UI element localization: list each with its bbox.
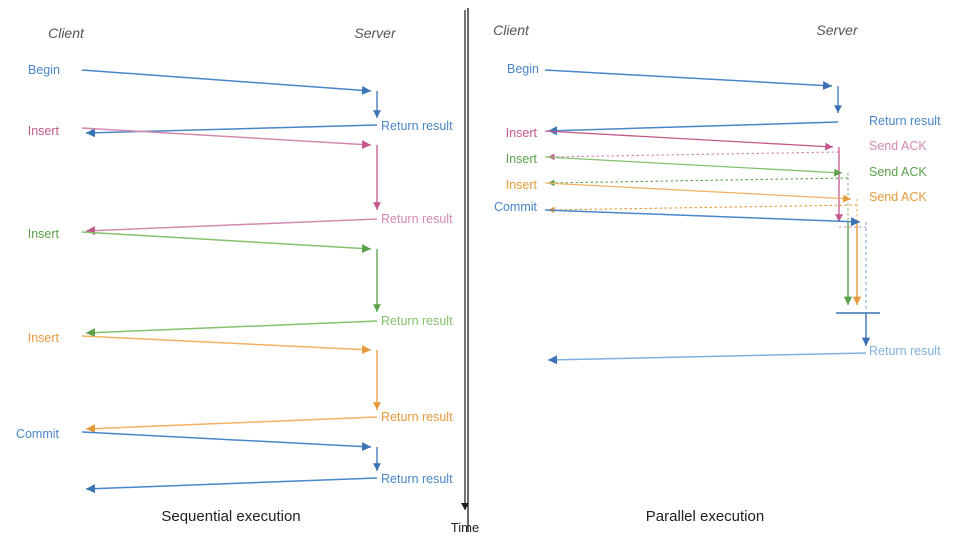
exchange-commit-parallel: [544, 209, 880, 365]
client-message-label-begin: Begin: [507, 62, 539, 76]
server-message-label-return-1: Return result: [869, 114, 941, 128]
reply-arrow: [547, 121, 839, 136]
reply-arrow: [85, 124, 378, 138]
reply-arrow: [85, 477, 378, 494]
request-arrow: [81, 431, 372, 452]
server-message-label-return-2: Return result: [381, 212, 453, 226]
server-actor-label-parallel: Server: [816, 22, 859, 38]
client-message-label-insert-1: Insert: [506, 126, 538, 140]
server-message-label-ack-3: Send ACK: [869, 190, 927, 204]
server-message-label-ack-1: Send ACK: [869, 139, 927, 153]
request-arrow: [544, 209, 861, 227]
server-actor-label-sequential: Server: [354, 25, 397, 41]
client-message-label-insert-2: Insert: [506, 152, 538, 166]
ack-dashed-arrow: [547, 204, 858, 214]
client-message-label-commit: Commit: [494, 200, 538, 214]
request-arrow: [81, 127, 372, 149]
server-message-label-return-3: Return result: [381, 314, 453, 328]
reply-arrow: [85, 416, 378, 434]
panel-parallel: Client Server: [493, 22, 941, 525]
exchange-insert-1-parallel: [544, 130, 866, 228]
exchange-insert-1-sequential: [81, 127, 381, 236]
ack-dashed-arrow: [547, 177, 849, 187]
exchange-insert-2-parallel: [544, 156, 853, 305]
client-message-label-insert-1: Insert: [28, 124, 60, 138]
request-arrow: [81, 231, 372, 253]
client-actor-label-parallel: Client: [493, 22, 530, 38]
client-message-label-commit: Commit: [16, 427, 60, 441]
request-arrow: [544, 130, 834, 151]
server-message-label-return-4: Return result: [381, 410, 453, 424]
panel-caption-parallel: Parallel execution: [646, 508, 764, 525]
exchange-insert-3-sequential: [81, 335, 381, 434]
request-arrow: [81, 335, 372, 355]
server-message-label-return-5: Return result: [381, 472, 453, 486]
client-message-label-begin: Begin: [28, 63, 60, 77]
client-message-label-insert-3: Insert: [506, 178, 538, 192]
final-reply-arrow: [547, 352, 867, 365]
server-message-label-return-2: Return result: [869, 344, 941, 358]
client-message-label-insert-2: Insert: [28, 227, 60, 241]
time-axis: Time: [451, 10, 479, 535]
request-arrow: [544, 182, 852, 203]
exchange-begin-sequential: [81, 69, 381, 138]
request-arrow: [81, 69, 372, 95]
panel-sequential: Client Server: [16, 25, 453, 525]
panel-caption-sequential: Sequential execution: [161, 508, 300, 525]
request-arrow: [544, 69, 833, 90]
server-message-label-ack-2: Send ACK: [869, 165, 927, 179]
exchange-insert-2-sequential: [81, 231, 381, 338]
exchange-commit-sequential: [81, 431, 381, 494]
ack-dashed-arrow: [547, 151, 840, 161]
time-axis-label: Time: [451, 520, 479, 535]
reply-arrow: [85, 218, 378, 236]
request-arrow: [544, 156, 843, 177]
reply-arrow: [85, 320, 378, 338]
client-actor-label-sequential: Client: [48, 25, 85, 41]
client-message-label-insert-3: Insert: [28, 331, 60, 345]
exchange-begin-parallel: [544, 69, 842, 136]
server-message-label-return-1: Return result: [381, 119, 453, 133]
exchange-insert-3-parallel: [544, 182, 862, 305]
